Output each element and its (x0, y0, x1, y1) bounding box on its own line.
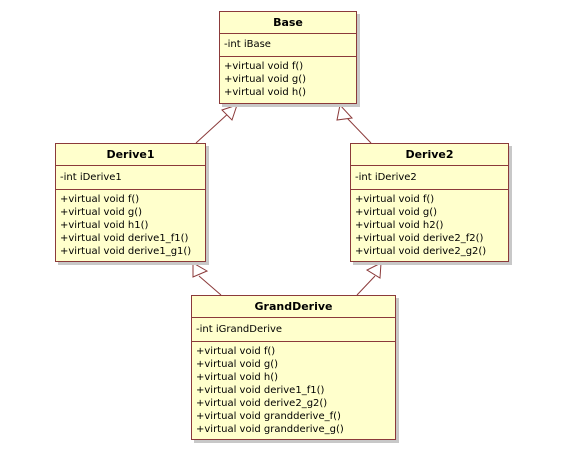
operation: +virtual void g() (196, 359, 279, 370)
grandderive-to-derive1-line (198, 275, 222, 296)
class-derive1-attributes: -int iDerive1 (56, 166, 205, 190)
operation: +virtual void derive1_f1() (196, 385, 325, 396)
attribute: -int iGrandDerive (196, 324, 283, 335)
class-base-attributes: -int iBase (220, 34, 356, 57)
operation: +virtual void derive1_f1() (60, 233, 189, 244)
derive1-to-base-line (195, 110, 232, 144)
class-derive2-operations: +virtual void f() +virtual void g() +vir… (351, 190, 508, 260)
operation: +virtual void g() (224, 74, 307, 85)
operation: +virtual void grandderive_f() (196, 411, 341, 422)
operation: +virtual void h2() (355, 220, 444, 231)
operation: +virtual void h1() (60, 220, 149, 231)
attribute: -int iBase (224, 39, 271, 50)
derive2-to-base-line (346, 117, 372, 144)
operation: +virtual void f() (355, 194, 435, 205)
class-base-operations: +virtual void f() +virtual void g() +vir… (220, 57, 356, 101)
grandderive-to-derive1-arrowhead (192, 262, 209, 278)
class-derive2-name: Derive2 (351, 144, 508, 166)
attribute: -int iDerive1 (60, 172, 122, 183)
operation: +virtual void g() (60, 207, 143, 218)
class-derive2[interactable]: Derive2 -int iDerive2 +virtual void f() … (350, 143, 509, 262)
attribute: -int iDerive2 (355, 172, 417, 183)
operation: +virtual void h() (196, 372, 279, 383)
class-derive1-name: Derive1 (56, 144, 205, 166)
operation: +virtual void f() (196, 346, 276, 357)
operation: +virtual void f() (60, 194, 140, 205)
operation: +virtual void derive2_g2() (196, 398, 328, 409)
grandderive-to-derive2-line (356, 275, 376, 296)
operation: +virtual void grandderive_g() (196, 424, 344, 435)
class-derive1[interactable]: Derive1 -int iDerive1 +virtual void f() … (55, 143, 206, 262)
derive1-to-base-arrowhead (221, 104, 238, 121)
class-grandderive[interactable]: GrandDerive -int iGrandDerive +virtual v… (191, 295, 396, 440)
class-grandderive-attributes: -int iGrandDerive (192, 318, 395, 342)
class-grandderive-name: GrandDerive (192, 296, 395, 318)
grandderive-to-derive2-arrowhead (365, 262, 382, 279)
class-base-name: Base (220, 12, 356, 34)
operation: +virtual void derive2_f2() (355, 233, 484, 244)
operation: +virtual void g() (355, 207, 438, 218)
operation: +virtual void f() (224, 61, 304, 72)
class-base[interactable]: Base -int iBase +virtual void f() +virtu… (219, 11, 357, 104)
class-derive1-operations: +virtual void f() +virtual void g() +vir… (56, 190, 205, 260)
derive2-to-base-arrowhead (336, 103, 354, 121)
operation: +virtual void derive1_g1() (60, 246, 192, 257)
operation: +virtual void h() (224, 87, 307, 98)
operation: +virtual void derive2_g2() (355, 246, 487, 257)
class-derive2-attributes: -int iDerive2 (351, 166, 508, 190)
class-grandderive-operations: +virtual void f() +virtual void g() +vir… (192, 342, 395, 438)
